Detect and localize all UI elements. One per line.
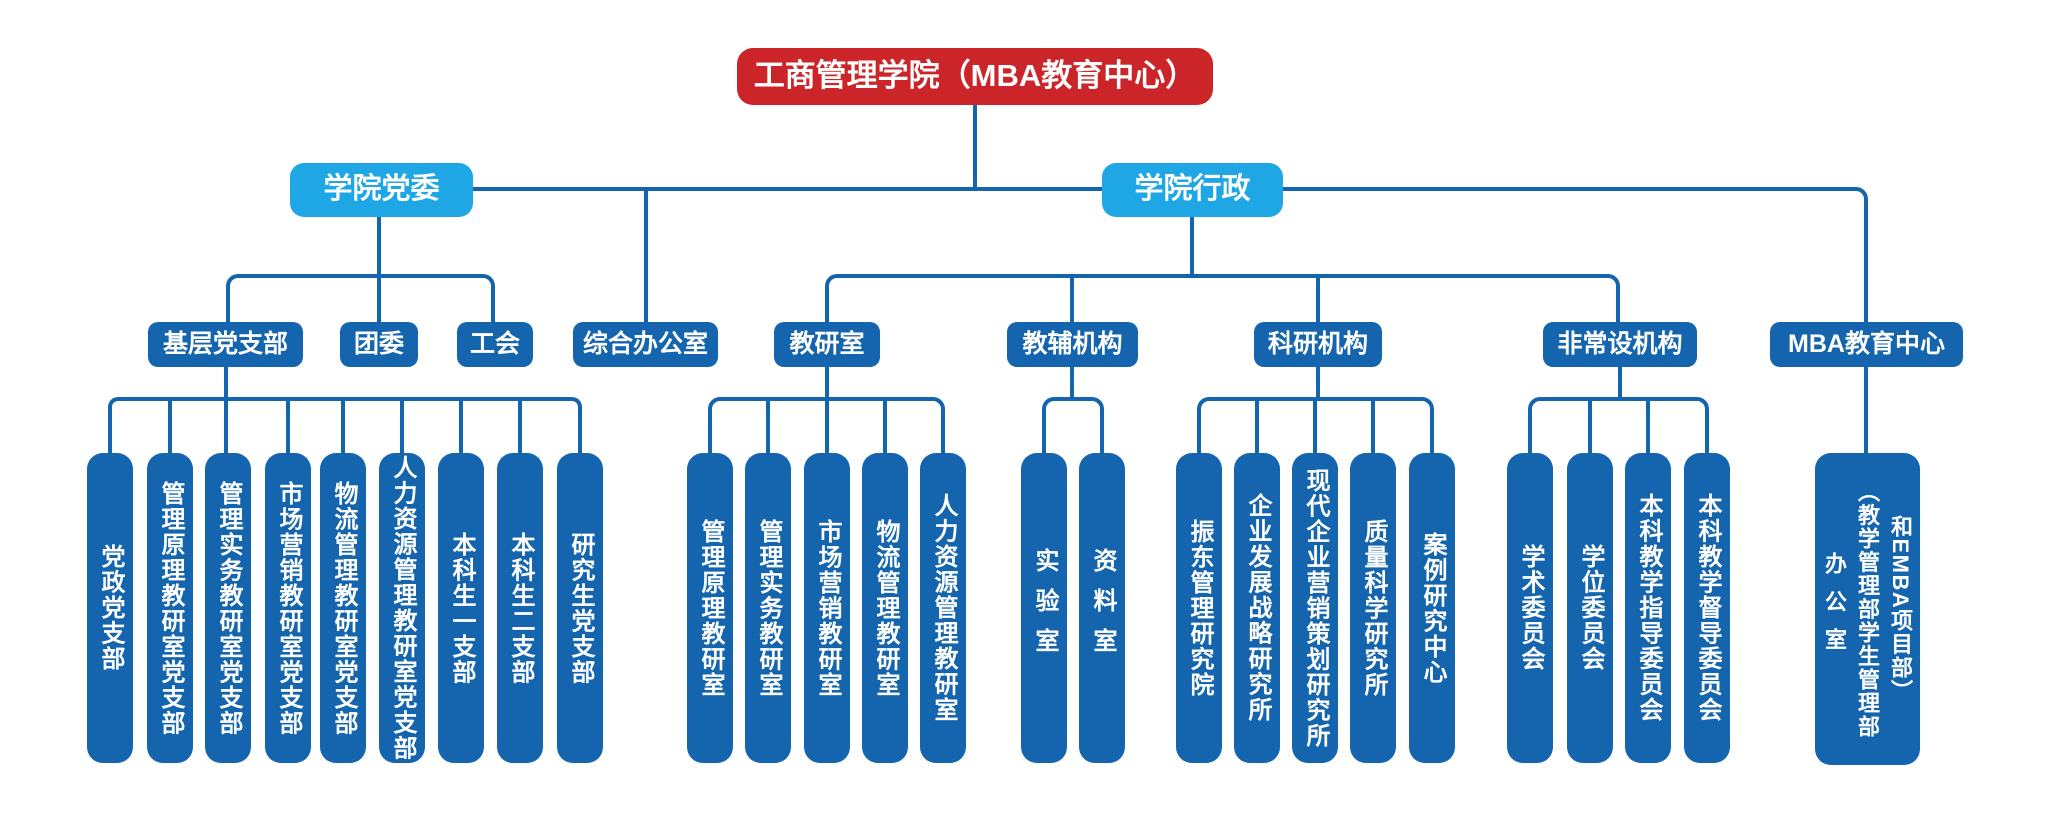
- node-root: 工商管理学院（MBA教育中心）: [737, 48, 1213, 105]
- connector-stub: [766, 397, 770, 453]
- column-label: 人力资源管理教研室: [930, 493, 957, 723]
- column-label: 本科教学督导委员会: [1694, 493, 1721, 723]
- org-column: 学术委员会: [1507, 453, 1553, 763]
- connector-stub: [825, 367, 829, 399]
- connector-stub: [1316, 274, 1320, 322]
- column-label: 研究生党支部: [567, 531, 594, 685]
- column-label: 振东管理研究院: [1186, 518, 1213, 698]
- column-label: 管理实务教研室党支部: [215, 480, 242, 736]
- connector-stub: [459, 397, 463, 453]
- connector-stub: [1618, 367, 1622, 399]
- connector-stub: [1070, 367, 1074, 399]
- node-teaching-research-office: 教研室: [774, 322, 880, 367]
- connector-root-drop: [973, 105, 977, 189]
- column-label: 市场营销教研室党支部: [275, 480, 302, 736]
- node-general-office: 综合办公室: [573, 322, 718, 367]
- node-non-permanent-orgs: 非常设机构: [1543, 322, 1697, 367]
- connector-stub: [1316, 367, 1320, 399]
- connector-mba-long-drop: [1864, 367, 1868, 453]
- connector-group1-rail: [108, 397, 582, 453]
- org-column: 本科生二支部: [497, 453, 543, 763]
- connector-stub: [224, 367, 228, 399]
- org-column: 案例研究中心: [1409, 453, 1455, 763]
- org-column: 企业发展战略研究所: [1234, 453, 1280, 763]
- org-column: 管理实务教研室: [745, 453, 791, 763]
- column-label: 和EMBA项目部）: [1888, 514, 1913, 704]
- org-column: 党政党支部: [87, 453, 133, 763]
- node-mba-office: 办公室 （教学管理部学生管理部 和EMBA项目部）: [1815, 453, 1920, 765]
- connector-party-children-rail: [226, 274, 495, 322]
- org-column: 管理原理教研室党支部: [147, 453, 193, 763]
- column-label: 管理原理教研室: [697, 518, 724, 698]
- node-mba-center: MBA教育中心: [1770, 322, 1963, 367]
- connector-admin-drop: [1190, 217, 1194, 274]
- node-teaching-support-orgs: 教辅机构: [1007, 322, 1138, 367]
- org-column: 物流管理教研室党支部: [320, 453, 366, 763]
- org-column: 市场营销教研室党支部: [265, 453, 311, 763]
- column-label: 本科教学指导委员会: [1635, 493, 1662, 723]
- column-label: 案例研究中心: [1419, 531, 1446, 685]
- connector-group5-rail: [1528, 397, 1709, 453]
- column-label: 学位委员会: [1577, 544, 1604, 672]
- column-label: 本科生二支部: [507, 531, 534, 685]
- column-label: 管理实务教研室: [755, 518, 782, 698]
- connector-party-drop: [377, 217, 381, 322]
- connector-stub: [224, 397, 228, 453]
- connector-group3-rail: [1042, 397, 1104, 453]
- node-grassroots-party-branches: 基层党支部: [148, 322, 303, 367]
- column-label: 办公室: [1822, 552, 1847, 666]
- connector-stub: [1070, 274, 1074, 322]
- connector-stub: [1371, 397, 1375, 453]
- connector-stub: [286, 397, 290, 453]
- column-label: 管理原理教研室党支部: [157, 480, 184, 736]
- connector-admin-children-rail: [825, 274, 1620, 322]
- connector-stub: [518, 397, 522, 453]
- column-label: 市场营销教研室: [814, 518, 841, 698]
- org-column: 本科生一支部: [438, 453, 484, 763]
- column-label: 现代企业营销策划研究所: [1302, 467, 1329, 749]
- connector-stub: [883, 397, 887, 453]
- connector-stub: [1255, 397, 1259, 453]
- column-label: 党政党支部: [97, 544, 124, 672]
- node-research-orgs: 科研机构: [1254, 322, 1382, 367]
- node-labor-union: 工会: [457, 322, 533, 367]
- org-column: 实验室: [1021, 453, 1067, 763]
- column-label: 学术委员会: [1517, 544, 1544, 672]
- org-column: 物流管理教研室: [862, 453, 908, 763]
- column-label: 物流管理教研室: [872, 518, 899, 698]
- column-label: 资料室: [1089, 548, 1116, 668]
- connector-stub: [1313, 397, 1317, 453]
- column-label: （教学管理部学生管理部: [1855, 479, 1880, 739]
- connector-stub: [1588, 397, 1592, 453]
- org-column: 本科教学指导委员会: [1625, 453, 1671, 763]
- org-column: 本科教学督导委员会: [1684, 453, 1730, 763]
- connector-stub: [341, 397, 345, 453]
- column-label: 人力资源管理教研室党支部: [389, 455, 416, 761]
- node-college-admin: 学院行政: [1102, 163, 1283, 217]
- org-column: 管理实务教研室党支部: [205, 453, 251, 763]
- node-youth-league: 团委: [340, 322, 418, 367]
- column-label: 物流管理教研室党支部: [330, 480, 357, 736]
- org-column: 人力资源管理教研室: [920, 453, 966, 763]
- org-column: 管理原理教研室: [687, 453, 733, 763]
- org-column: 市场营销教研室: [804, 453, 850, 763]
- org-column: 资料室: [1079, 453, 1125, 763]
- connector-stub: [400, 397, 404, 453]
- org-column: 研究生党支部: [557, 453, 603, 763]
- connector-stub: [1646, 397, 1650, 453]
- org-column: 质量科学研究所: [1350, 453, 1396, 763]
- connector-stub: [825, 397, 829, 453]
- org-column: 现代企业营销策划研究所: [1292, 453, 1338, 763]
- node-party-committee: 学院党委: [290, 163, 473, 217]
- column-label: 实验室: [1031, 548, 1058, 668]
- org-column: 学位委员会: [1567, 453, 1613, 763]
- org-column: 振东管理研究院: [1176, 453, 1222, 763]
- column-label: 质量科学研究所: [1360, 518, 1387, 698]
- column-label: 本科生一支部: [448, 531, 475, 685]
- org-column: 人力资源管理教研室党支部: [379, 453, 425, 763]
- connector-general-office-drop: [644, 189, 648, 322]
- connector-stub: [168, 397, 172, 453]
- column-label: 企业发展战略研究所: [1244, 493, 1271, 723]
